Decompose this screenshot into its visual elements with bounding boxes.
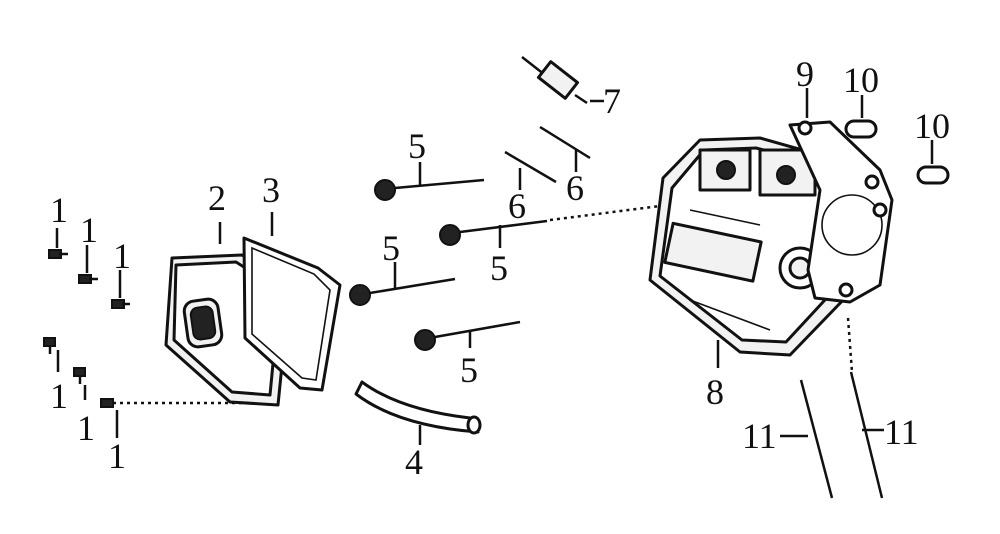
screw-1b xyxy=(78,274,98,284)
label-5b: 5 xyxy=(490,248,508,288)
label-5a: 5 xyxy=(408,126,426,166)
screw-1e xyxy=(73,367,86,384)
cylinder-head-part-8 xyxy=(648,136,862,368)
dowel-10a xyxy=(844,95,878,139)
label-11a: 11 xyxy=(742,416,777,456)
label-1c: 1 xyxy=(113,236,131,276)
label-5c: 5 xyxy=(382,228,400,268)
label-10b: 10 xyxy=(914,106,950,146)
screw-part-1-group xyxy=(43,228,272,438)
label-1f: 1 xyxy=(108,436,126,476)
dowel-pins-part-10-group xyxy=(844,95,950,185)
bolts-part-5-group xyxy=(349,162,669,351)
label-1d: 1 xyxy=(50,376,68,416)
label-11b: 11 xyxy=(884,412,919,452)
gasket-part-3 xyxy=(242,212,342,392)
head-gasket-part-9 xyxy=(788,88,894,304)
label-6a: 6 xyxy=(508,186,526,226)
bolt-5d xyxy=(414,320,521,351)
long-studs-part-11-group xyxy=(780,317,884,499)
label-9: 9 xyxy=(796,54,814,94)
label-4: 4 xyxy=(405,442,423,482)
callout-labels: 1 1 1 1 1 1 2 3 4 5 5 5 5 6 6 7 8 9 10 1… xyxy=(50,54,950,482)
bolt-5a xyxy=(374,162,485,201)
bolt-5c xyxy=(349,262,456,306)
label-2: 2 xyxy=(208,178,226,218)
bolt-5b xyxy=(439,203,669,248)
label-1b: 1 xyxy=(80,210,98,250)
label-6b: 6 xyxy=(566,168,584,208)
studs-part-6-group xyxy=(504,125,591,190)
spark-plug-part-7 xyxy=(521,56,604,105)
screw-1a xyxy=(48,249,68,259)
screw-1f xyxy=(100,398,114,408)
label-8: 8 xyxy=(706,372,724,412)
label-7: 7 xyxy=(603,81,621,121)
stud-6b xyxy=(539,125,591,172)
breather-tube-part-4 xyxy=(354,380,482,445)
label-1a: 1 xyxy=(50,190,68,230)
stud-6a xyxy=(504,150,557,190)
screw-1d xyxy=(43,337,56,354)
screw-1c xyxy=(111,299,130,309)
label-1e: 1 xyxy=(77,408,95,448)
label-5d: 5 xyxy=(460,350,478,390)
dowel-10b xyxy=(916,140,950,185)
label-3: 3 xyxy=(262,170,280,210)
label-10a: 10 xyxy=(843,60,879,100)
